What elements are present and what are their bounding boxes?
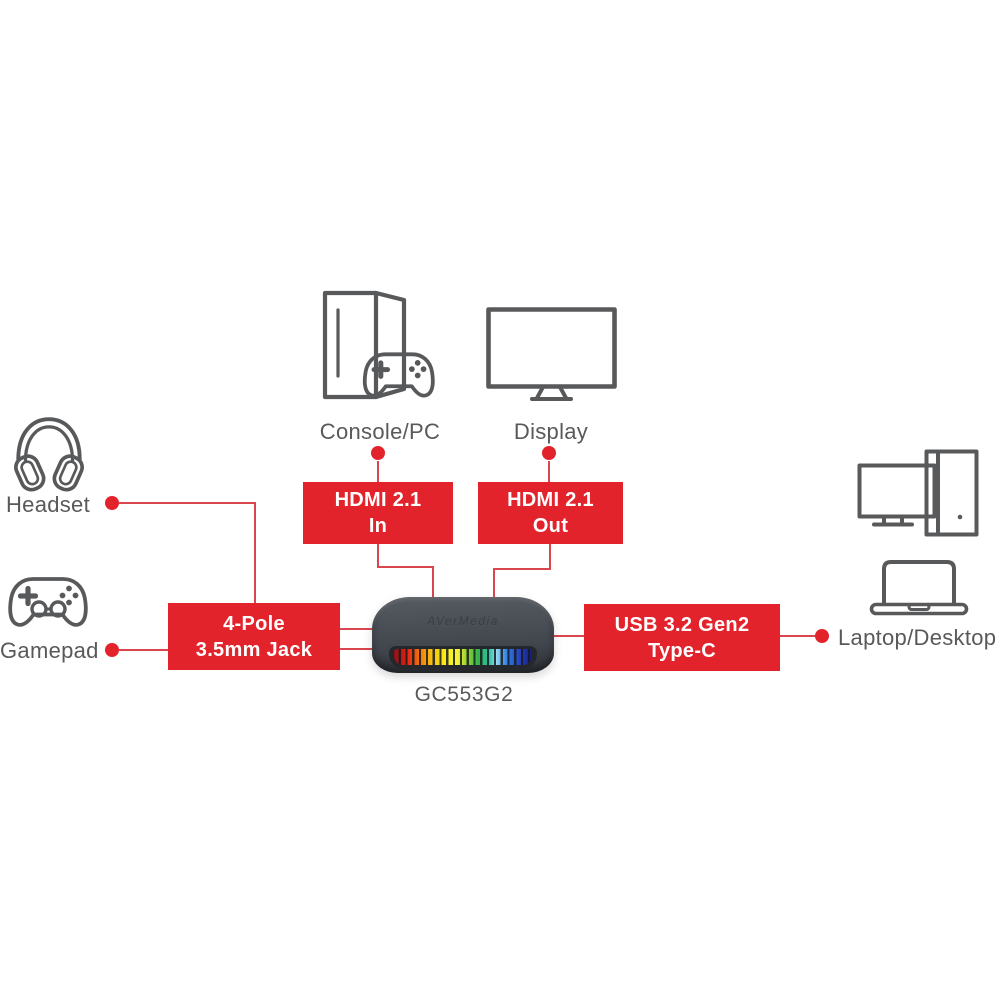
connector-hdmi-in-across bbox=[377, 566, 434, 568]
connector-hdmi-in-down bbox=[377, 544, 379, 568]
gamepad-connector-dot bbox=[105, 643, 119, 657]
headset-label: Headset bbox=[5, 492, 91, 517]
device-front-face bbox=[389, 646, 537, 669]
connector-console-to-hdmi-in bbox=[377, 461, 379, 483]
desktop-icon bbox=[857, 449, 979, 537]
hdmi-out-line1: HDMI 2.1 bbox=[507, 489, 594, 511]
headset-icon bbox=[14, 417, 84, 492]
console-connector-dot bbox=[371, 446, 385, 460]
laptop-icon bbox=[869, 560, 969, 616]
connector-jack-to-device-2 bbox=[340, 648, 388, 650]
device-rgb-strip bbox=[394, 649, 532, 665]
laptop-desktop-label: Laptop/Desktop bbox=[838, 625, 997, 650]
hdmi-in-line2: In bbox=[368, 515, 388, 537]
gamepad-label: Gamepad bbox=[0, 638, 99, 663]
device-model-label: GC553G2 bbox=[414, 683, 514, 706]
usb-line1: USB 3.2 Gen2 bbox=[614, 613, 750, 636]
connector-hdmi-out-across bbox=[493, 568, 551, 570]
connector-jack-to-device-1 bbox=[340, 628, 380, 630]
gamepad-icon bbox=[8, 577, 88, 627]
jack-box: 4-Pole 3.5mm Jack bbox=[168, 603, 340, 670]
hdmi-in-box: HDMI 2.1 In bbox=[303, 482, 453, 544]
display-connector-dot bbox=[542, 446, 556, 460]
capture-card-device: AVerMedia bbox=[372, 597, 554, 673]
connector-hdmi-out-down bbox=[549, 544, 551, 570]
hdmi-out-line2: Out bbox=[532, 515, 569, 537]
jack-line2: 3.5mm Jack bbox=[195, 638, 313, 661]
display-icon bbox=[486, 307, 617, 401]
display-label: Display bbox=[513, 419, 589, 444]
connector-hdmi-out-to-device bbox=[493, 568, 495, 610]
laptop-connector-dot bbox=[815, 629, 829, 643]
headset-connector-dot bbox=[105, 496, 119, 510]
connector-headset-vertical bbox=[254, 502, 256, 605]
connector-device-to-usb bbox=[550, 635, 586, 637]
connector-gamepad bbox=[119, 649, 169, 651]
console-pc-label: Console/PC bbox=[319, 419, 441, 444]
jack-line1: 4-Pole bbox=[223, 612, 285, 635]
connector-usb-to-laptop bbox=[780, 635, 816, 637]
connector-headset-horizontal bbox=[119, 502, 256, 504]
connector-hdmi-in-to-device bbox=[432, 566, 434, 608]
usb-line2: Type-C bbox=[647, 639, 717, 662]
console-pc-icon bbox=[322, 290, 435, 400]
device-brand-logo: AVerMedia bbox=[427, 614, 499, 628]
hdmi-in-line1: HDMI 2.1 bbox=[334, 489, 422, 511]
usb-box: USB 3.2 Gen2 Type-C bbox=[584, 604, 780, 671]
hdmi-out-box: HDMI 2.1 Out bbox=[478, 482, 623, 544]
connector-display-to-hdmi-out bbox=[548, 461, 550, 483]
